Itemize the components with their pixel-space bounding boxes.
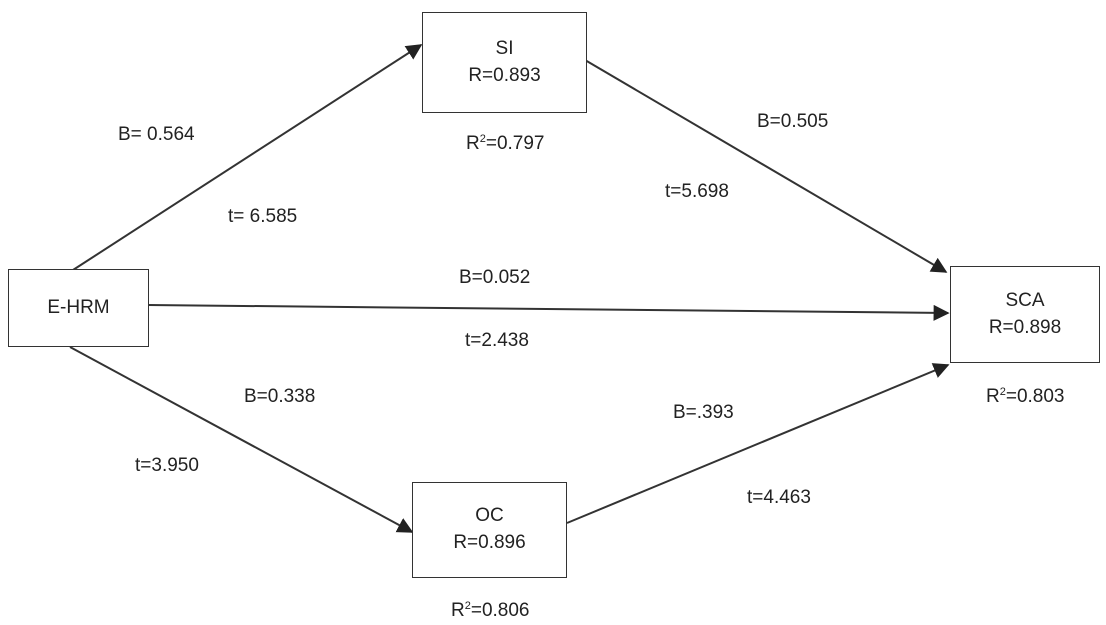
node-si: SI R=0.893 (422, 12, 587, 113)
si-r-squared: R2=0.797 (466, 133, 545, 154)
arrow-oc-to-sca (566, 363, 950, 524)
node-sca-label: SCA (1005, 289, 1045, 311)
sca-r-squared-pre: R (986, 386, 1000, 407)
node-si-label: SI (495, 37, 514, 59)
ehrm-sca-t-label: t=2.438 (465, 330, 529, 351)
oc-sca-b-label: B=.393 (673, 402, 734, 423)
node-sca-r: R=0.898 (988, 316, 1062, 338)
oc-sca-t-label: t=4.463 (747, 487, 811, 508)
arrow-ehrm-to-oc (69, 346, 414, 533)
oc-r-squared: R2=0.806 (451, 600, 530, 621)
node-oc: OC R=0.896 (412, 482, 567, 578)
ehrm-sca-b-label: B=0.052 (459, 267, 531, 288)
ehrm-si-b-label: B= 0.564 (118, 124, 195, 145)
arrow-ehrm-to-sca (147, 304, 950, 321)
node-ehrm: E-HRM (8, 269, 149, 347)
arrow-si-to-sca (584, 59, 948, 273)
si-r-squared-val: =0.797 (485, 133, 545, 154)
node-oc-r: R=0.896 (453, 532, 526, 553)
si-r-squared-pre: R (466, 133, 480, 154)
sca-r-squared-val: =0.803 (1005, 386, 1065, 407)
arrow-ehrm-to-si (72, 44, 423, 271)
node-ehrm-label: E-HRM (47, 296, 110, 318)
oc-r-squared-sup: 2 (464, 600, 471, 612)
si-r-squared-sup: 2 (479, 133, 486, 145)
si-sca-t-label: t=5.698 (665, 181, 729, 202)
ehrm-si-t-label: t= 6.585 (228, 206, 298, 227)
ehrm-oc-b-label: B=0.338 (244, 386, 316, 407)
node-oc-label: OC (475, 505, 504, 527)
si-sca-b-label: B=0.505 (757, 111, 829, 132)
oc-r-squared-pre: R (451, 600, 465, 621)
node-si-r: R=0.893 (468, 64, 541, 86)
node-sca: SCA R=0.898 (950, 266, 1100, 363)
sca-r-squared-sup: 2 (999, 386, 1006, 398)
ehrm-oc-t-label: t=3.950 (135, 455, 199, 476)
oc-r-squared-val: =0.806 (470, 600, 530, 621)
sca-r-squared: R2=0.803 (986, 386, 1065, 407)
